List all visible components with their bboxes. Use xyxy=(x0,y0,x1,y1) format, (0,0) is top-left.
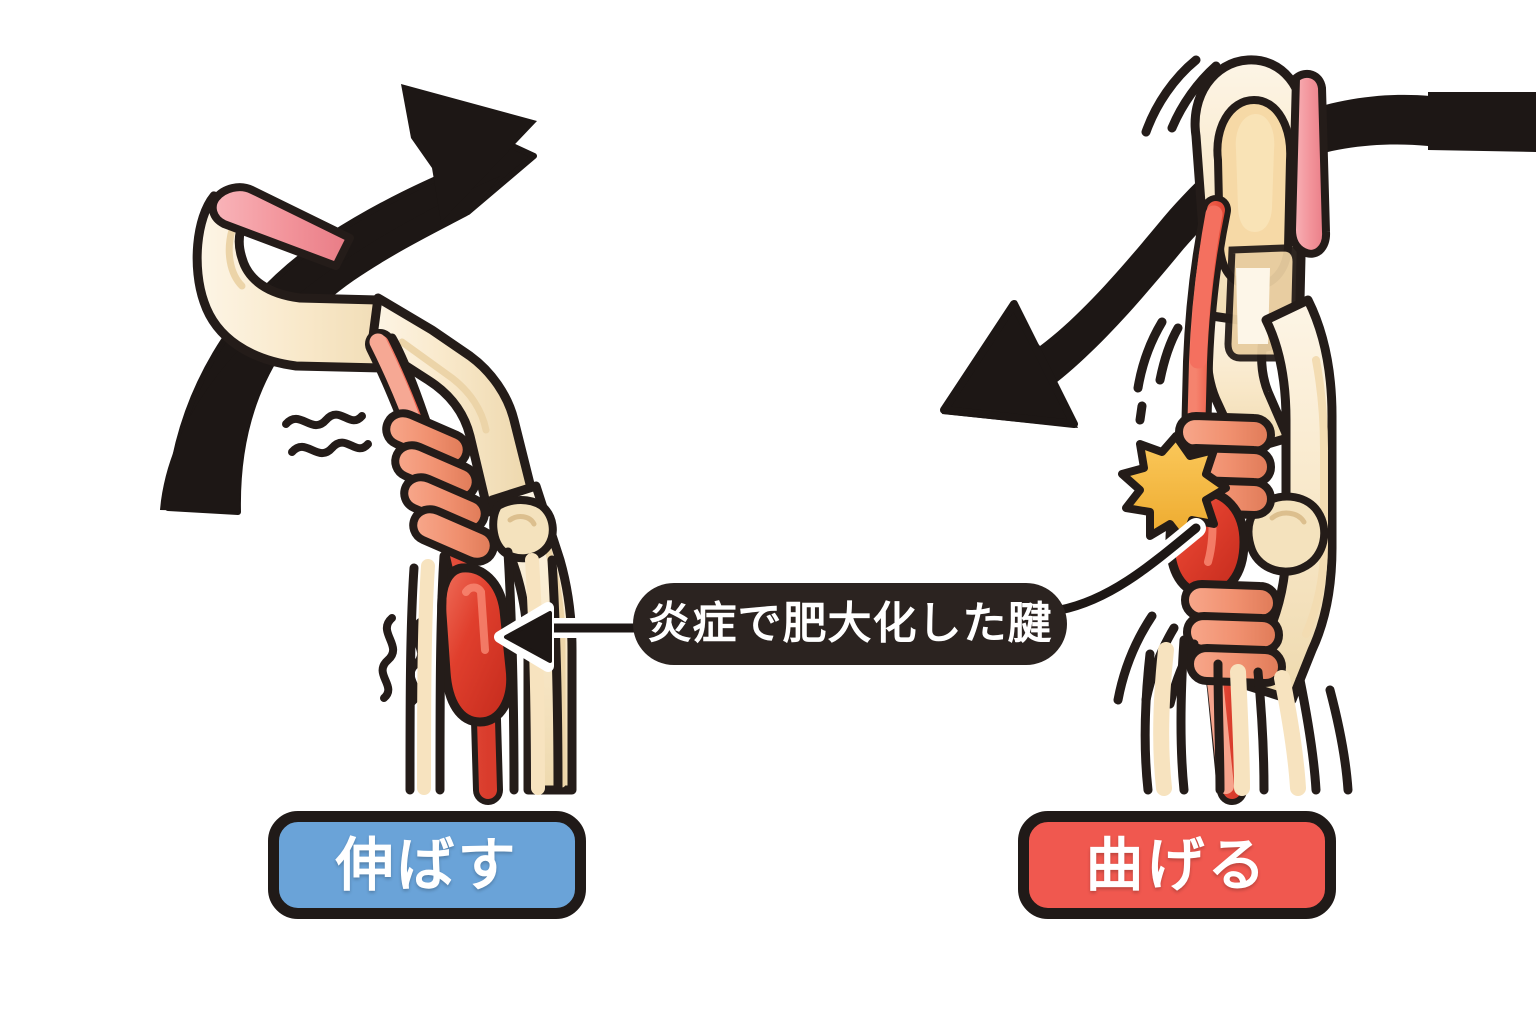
finger-skin-fill-right xyxy=(1153,642,1306,796)
motion-lines-arc-mid xyxy=(1133,317,1183,425)
distal-phalanx-bone xyxy=(192,191,425,373)
inflamed-tendon-callout: 炎症で肥大化した腱 xyxy=(633,583,1067,665)
extend-state-button[interactable]: 伸ばす xyxy=(268,811,586,919)
left-leader-arrow xyxy=(494,602,650,672)
extend-button-label: 伸ばす xyxy=(335,831,519,899)
finger-skin-outline-outer-right xyxy=(1140,649,1353,795)
pulley-rings xyxy=(382,409,498,566)
swollen-tendon-nodule-left xyxy=(437,563,516,727)
joint-condyle xyxy=(489,496,557,563)
motion-lines-arc-upper xyxy=(1141,55,1221,137)
motion-lines-wavy-upper xyxy=(282,410,372,458)
pain-starburst-icon xyxy=(1118,432,1230,546)
flexion-arrow-icon xyxy=(940,92,1536,428)
finger-skin-fill xyxy=(417,553,545,795)
left-panel-extended-finger xyxy=(160,84,577,805)
fingernail xyxy=(208,183,354,270)
callout-label: 炎症で肥大化した腱 xyxy=(647,598,1053,649)
joint-condyle-right xyxy=(1244,492,1329,576)
right-panel-bent-finger xyxy=(940,55,1536,805)
right-leader-line xyxy=(1050,518,1206,620)
fingernail-right xyxy=(1288,69,1331,258)
finger-skin-outline-outer xyxy=(405,555,563,795)
bend-button-label: 曲げる xyxy=(1085,831,1269,899)
bend-state-button[interactable]: 曲げる xyxy=(1018,811,1336,919)
finger-sheath-outline-right xyxy=(1176,635,1321,795)
finger-sheath-outline xyxy=(435,547,519,795)
